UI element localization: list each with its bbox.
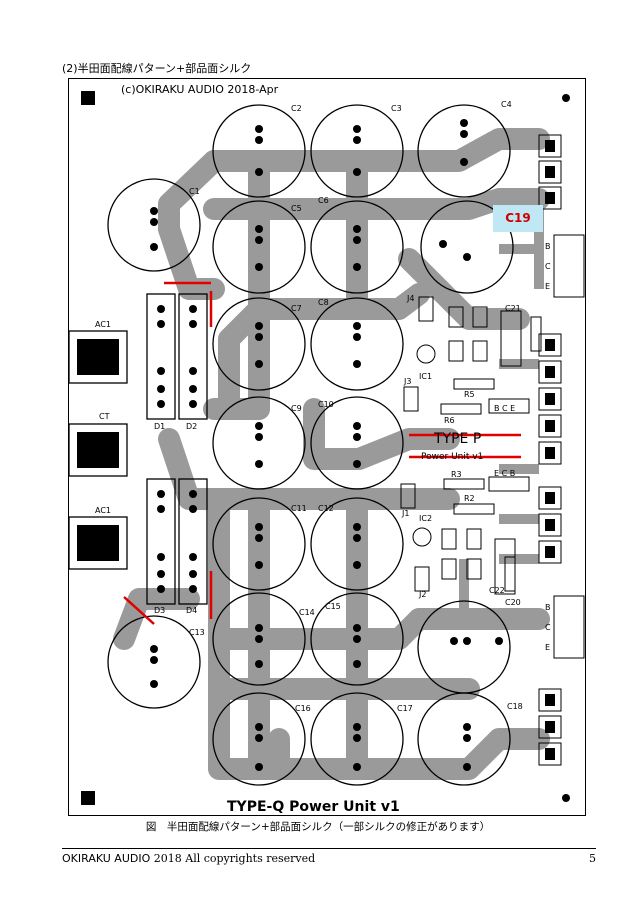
c15-label: C15 bbox=[325, 602, 341, 611]
ac1-bottom-label: AC1 bbox=[95, 506, 111, 515]
r5-label: R5 bbox=[464, 390, 475, 399]
c7-label: C7 bbox=[291, 304, 302, 313]
j3-label: J3 bbox=[403, 377, 411, 386]
d3-label: D3 bbox=[154, 606, 165, 615]
rail-b-bottom: B bbox=[545, 603, 551, 612]
q12-pin-label: B C E bbox=[494, 404, 515, 413]
ic1-label: IC1 bbox=[419, 372, 432, 381]
rail-c-top: C bbox=[545, 262, 551, 271]
diode-pads bbox=[157, 305, 197, 593]
ac1-top-label: AC1 bbox=[95, 320, 111, 329]
old-type-label: TYPE P bbox=[433, 431, 481, 447]
c18-label: C18 bbox=[507, 702, 523, 711]
c10-label: C10 bbox=[318, 400, 334, 409]
r2-label: R2 bbox=[464, 494, 475, 503]
diode-blocks bbox=[146, 293, 208, 605]
c20-label: C20 bbox=[505, 598, 521, 607]
c12-label: C12 bbox=[318, 504, 334, 513]
c21-label: C21 bbox=[505, 304, 521, 313]
c2-label: C2 bbox=[291, 104, 302, 113]
c17-label: C17 bbox=[397, 704, 413, 713]
footer-copyright: OKIRAKU AUDIO 2018 All copyrights reserv… bbox=[62, 852, 315, 865]
q6-pin-label: E C B bbox=[494, 469, 515, 478]
capacitor-outlines bbox=[107, 104, 514, 786]
mount-hole bbox=[562, 94, 570, 102]
j2-label: J2 bbox=[418, 590, 426, 599]
d2-label: D2 bbox=[186, 422, 197, 431]
old-sub-label: Power Unit v1 bbox=[421, 452, 483, 462]
board-title: TYPE-Q Power Unit v1 bbox=[227, 799, 400, 815]
mount-hole bbox=[81, 791, 95, 805]
c3-label: C3 bbox=[391, 104, 402, 113]
rail-e-bottom: E bbox=[545, 643, 550, 652]
c6-label: C6 bbox=[318, 196, 329, 205]
footer-rule bbox=[62, 848, 596, 849]
mount-hole bbox=[562, 794, 570, 802]
pcb-drawing: (c)OKIRAKU AUDIO 2018-Apr TYPE-Q Power U… bbox=[69, 83, 585, 815]
d1-label: D1 bbox=[154, 422, 165, 431]
pin-headers bbox=[538, 134, 585, 766]
c5-label: C5 bbox=[291, 204, 302, 213]
mount-hole bbox=[81, 91, 95, 105]
c4-label: C4 bbox=[501, 100, 512, 109]
rail-e-top: E bbox=[545, 282, 550, 291]
c11-label: C11 bbox=[291, 504, 307, 513]
c14-label: C14 bbox=[299, 608, 315, 617]
c1-label: C1 bbox=[189, 187, 200, 196]
pcb-layout: (c)OKIRAKU AUDIO 2018-Apr TYPE-Q Power U… bbox=[68, 78, 586, 816]
r3-label: R3 bbox=[451, 470, 462, 479]
ac-connectors bbox=[69, 330, 128, 570]
page-number: 5 bbox=[589, 852, 596, 865]
c13-label: C13 bbox=[189, 628, 205, 637]
c19-highlight: C19 bbox=[493, 205, 543, 232]
c8-label: C8 bbox=[318, 298, 329, 307]
ct-label: CT bbox=[99, 412, 110, 421]
c22-label: C22 bbox=[489, 586, 505, 595]
capacitor-pads bbox=[150, 119, 503, 771]
small-components bbox=[400, 296, 542, 595]
correction-marks bbox=[123, 281, 521, 625]
c16-label: C16 bbox=[295, 704, 311, 713]
footer-brand: OKIRAKU AUDIO bbox=[62, 852, 151, 865]
r6-label: R6 bbox=[444, 416, 455, 425]
d4-label: D4 bbox=[186, 606, 197, 615]
footer-rest: 2018 All copyrights reserved bbox=[150, 852, 316, 865]
j4-label: J4 bbox=[406, 294, 414, 303]
rail-b-top: B bbox=[545, 242, 551, 251]
copyright-text: (c)OKIRAKU AUDIO 2018-Apr bbox=[121, 83, 279, 96]
figure-caption: 図 半田面配線パターン+部品面シルク（一部シルクの修正があります） bbox=[145, 821, 491, 833]
section-header: (2)半田面配線パターン+部品面シルク bbox=[62, 62, 252, 75]
ic2-label: IC2 bbox=[419, 514, 432, 523]
c9-label: C9 bbox=[291, 404, 302, 413]
rail-c-bottom: C bbox=[545, 623, 551, 632]
j1-label: J1 bbox=[401, 509, 409, 518]
